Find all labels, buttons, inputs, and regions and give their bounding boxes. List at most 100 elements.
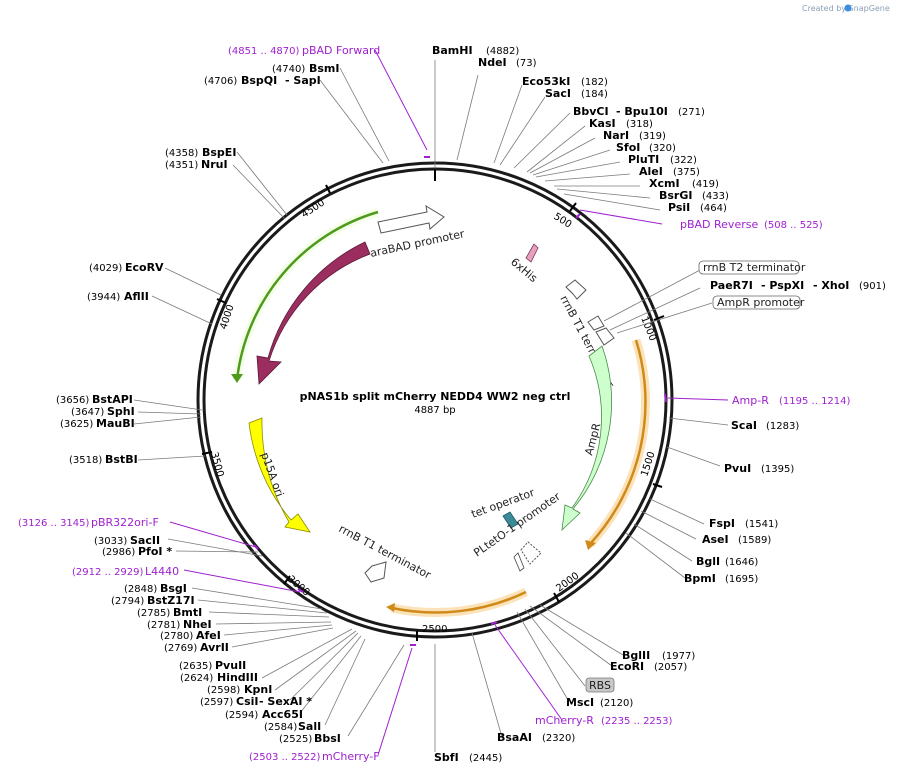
site-paer7i: PaeR7I bbox=[710, 279, 753, 292]
mcherry-orf-arrowhead bbox=[386, 603, 395, 612]
arabad-promoter-feature bbox=[377, 205, 445, 234]
primer-mcherry-f: mCherry-F bbox=[322, 750, 380, 763]
site-psii: PsiI bbox=[668, 201, 690, 214]
svg-text:(4029): (4029) bbox=[89, 263, 122, 274]
svg-text:(271): (271) bbox=[678, 107, 705, 118]
rrnb-t2-feature bbox=[587, 315, 605, 331]
site-sacii: SacII bbox=[130, 534, 160, 547]
site-bstz17i: BstZ17I bbox=[147, 594, 195, 607]
site-bstbi: BstBI bbox=[105, 453, 138, 466]
svg-text:(182): (182) bbox=[581, 77, 608, 88]
svg-text:(2794): (2794) bbox=[111, 596, 144, 607]
primer-leader-lines bbox=[169, 49, 729, 756]
svg-text:(1395): (1395) bbox=[761, 464, 794, 475]
site-bgli: BglI bbox=[696, 555, 720, 568]
site-leader-lines bbox=[133, 60, 729, 752]
plasmid-size: 4887 bp bbox=[414, 405, 455, 416]
site-bsmi: BsmI bbox=[309, 62, 340, 75]
tick-label-2500: 2500 bbox=[422, 624, 447, 635]
site-bamhi: BamHI bbox=[432, 44, 473, 57]
site-bspei: BspEI bbox=[202, 146, 236, 159]
rrnb-t1-bottom-feature bbox=[364, 561, 387, 583]
site-sali: SalI bbox=[298, 720, 321, 733]
site-pvui: PvuI bbox=[724, 462, 751, 475]
rrnb-t2-label-box bbox=[698, 260, 800, 275]
site-kpni: KpnI bbox=[244, 683, 272, 696]
primer-l4440: L4440 bbox=[145, 565, 179, 578]
sixhis-label: 6xHis bbox=[508, 255, 540, 285]
site-asei: AseI bbox=[702, 533, 729, 546]
svg-text:(2320): (2320) bbox=[542, 733, 575, 744]
svg-text:(2781): (2781) bbox=[147, 620, 180, 631]
svg-text:(508 .. 525): (508 .. 525) bbox=[764, 220, 823, 231]
svg-text:(322): (322) bbox=[670, 155, 697, 166]
svg-text:(4706): (4706) bbox=[204, 76, 237, 87]
svg-text:(4851 .. 4870): (4851 .. 4870) bbox=[228, 46, 300, 57]
svg-text:(184): (184) bbox=[581, 89, 608, 100]
ampr-promoter-label-box bbox=[712, 295, 801, 310]
site-ecori: EcoRI bbox=[610, 660, 644, 673]
site-ecorv: EcoRV bbox=[125, 261, 164, 274]
site-sapi: - SapI bbox=[285, 74, 321, 87]
site-bstapi: BstAPI bbox=[92, 393, 133, 406]
svg-text:(419): (419) bbox=[692, 179, 719, 190]
primer-pbad-forward: pBAD Forward bbox=[302, 44, 380, 57]
mcherry-orf-arc bbox=[391, 590, 527, 614]
site-bmti: BmtI bbox=[173, 606, 202, 619]
svg-text:(4351): (4351) bbox=[165, 160, 198, 171]
svg-text:(318): (318) bbox=[626, 119, 653, 130]
svg-text:(2624): (2624) bbox=[180, 673, 213, 684]
svg-text:(4358): (4358) bbox=[165, 148, 198, 159]
site-sfoi: SfoI bbox=[616, 141, 640, 154]
svg-text:(1646): (1646) bbox=[725, 557, 758, 568]
svg-text:(4882): (4882) bbox=[486, 46, 519, 57]
svg-text:(2503 .. 2522): (2503 .. 2522) bbox=[249, 752, 321, 763]
site-bglii: BglII bbox=[622, 649, 650, 662]
site-nari: NarI bbox=[603, 129, 629, 142]
svg-text:(3656): (3656) bbox=[56, 395, 89, 406]
svg-text:(2780): (2780) bbox=[160, 631, 193, 642]
tet-operator-feature bbox=[502, 511, 519, 529]
site-pfoi: PfoI * bbox=[138, 545, 172, 558]
site-bspqi: BspQI bbox=[241, 74, 277, 87]
svg-text:(2785): (2785) bbox=[137, 608, 170, 619]
site-xhoi: - XhoI bbox=[813, 279, 849, 292]
sixhis-feature bbox=[525, 243, 539, 263]
ampr-promoter-feature bbox=[595, 327, 615, 346]
arac-orf-arrowhead bbox=[231, 374, 243, 383]
site-bpmi: BpmI bbox=[684, 572, 716, 585]
plasmid-title: pNAS1b split mCherry NEDD4 WW2 neg ctrl bbox=[300, 390, 571, 403]
svg-text:(375): (375) bbox=[673, 167, 700, 178]
site-csii: CsiI bbox=[236, 695, 258, 708]
rrnb-t1-top-feature bbox=[565, 279, 587, 300]
site-eco53ki: Eco53kI bbox=[522, 75, 570, 88]
ampr-promoter-label: AmpR promoter bbox=[717, 296, 805, 309]
site-bsaai: BsaAI bbox=[497, 731, 532, 744]
svg-text:(2912 .. 2929): (2912 .. 2929) bbox=[72, 567, 144, 578]
svg-text:(3126 .. 3145): (3126 .. 3145) bbox=[18, 518, 90, 529]
pltet-promoter-feature bbox=[520, 541, 542, 565]
svg-text:(2235 .. 2253): (2235 .. 2253) bbox=[601, 716, 673, 727]
site-hindiii: HindIII bbox=[217, 671, 258, 684]
rbs-label-box bbox=[585, 677, 615, 693]
svg-text:(1977): (1977) bbox=[662, 651, 695, 662]
site-fspi: FspI bbox=[709, 517, 735, 530]
site-saci: SacI bbox=[545, 87, 571, 100]
svg-text:(2986): (2986) bbox=[102, 547, 135, 558]
site-bpu10i: - Bpu10I bbox=[616, 105, 668, 118]
site-pluti: PluTI bbox=[628, 153, 659, 166]
site-bbsi: BbsI bbox=[314, 732, 341, 745]
svg-text:(2597): (2597) bbox=[200, 697, 233, 708]
svg-text:(3944): (3944) bbox=[87, 292, 120, 303]
primer-pbad-reverse: pBAD Reverse bbox=[680, 218, 758, 231]
svg-text:(2584): (2584) bbox=[264, 722, 297, 733]
svg-text:(2848): (2848) bbox=[124, 584, 157, 595]
svg-text:(901): (901) bbox=[859, 281, 886, 292]
arac-feature bbox=[256, 241, 371, 385]
site-alei: AleI bbox=[639, 165, 663, 178]
mcherry-orf-halo bbox=[391, 587, 528, 618]
site-avrii: AvrII bbox=[200, 641, 229, 654]
svg-text:(1541): (1541) bbox=[745, 519, 778, 530]
site-scai: ScaI bbox=[731, 419, 757, 432]
